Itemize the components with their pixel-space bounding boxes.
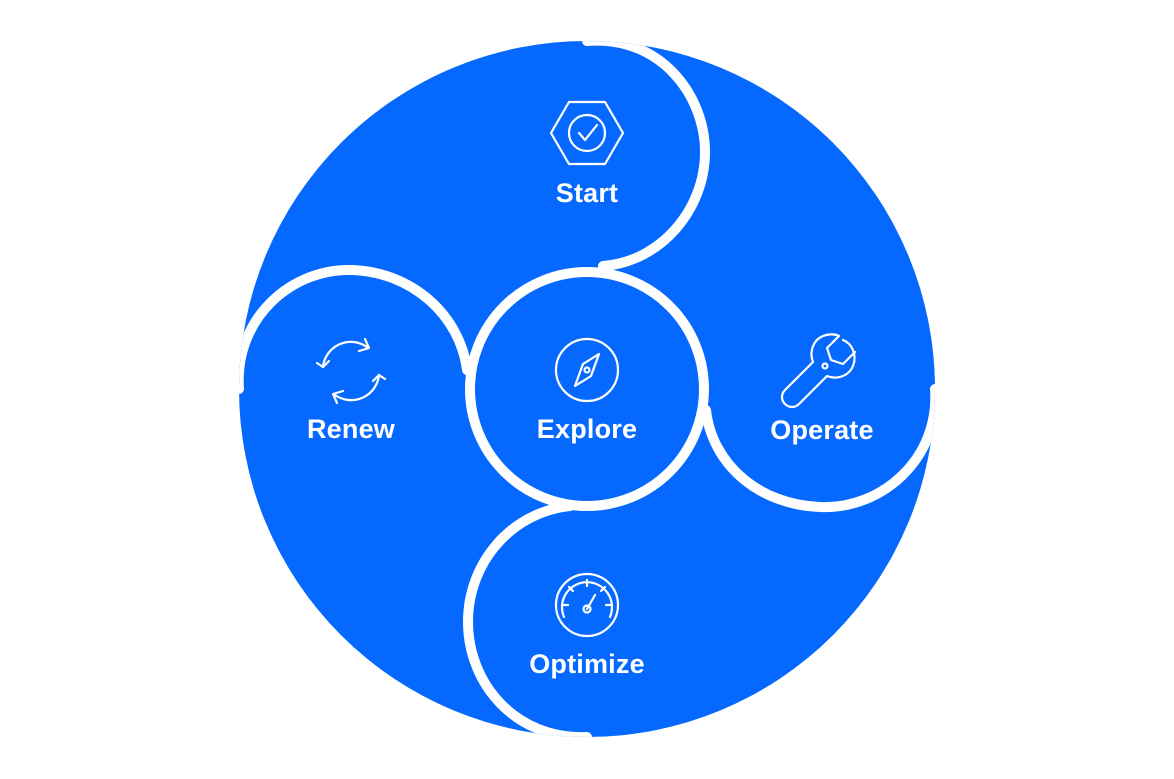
segment-label-optimize: Optimize: [529, 649, 645, 679]
segment-renew: Renew: [307, 337, 396, 444]
segment-optimize: Optimize: [529, 572, 645, 679]
divider-start-operate: [582, 41, 711, 271]
segment-start: Start: [549, 100, 625, 208]
segment-label-operate: Operate: [770, 415, 873, 445]
segment-label-explore: Explore: [537, 414, 637, 444]
refresh-cycle-icon: [315, 337, 387, 405]
center-circle: [465, 267, 709, 511]
segment-operate: Operate: [770, 333, 874, 445]
compass-icon: [554, 337, 620, 403]
gauge-icon: [554, 572, 620, 638]
hexagon-check-icon: [549, 100, 625, 166]
segment-label-start: Start: [556, 178, 619, 208]
segment-label-renew: Renew: [307, 414, 396, 444]
divider-operate-optimize: [701, 384, 935, 513]
segment-explore: Explore: [537, 337, 637, 444]
divider-renew-start: [239, 264, 472, 394]
divider-optimize-renew: [462, 501, 592, 737]
segment-dividers: [239, 41, 935, 737]
wrench-icon: [780, 333, 857, 409]
